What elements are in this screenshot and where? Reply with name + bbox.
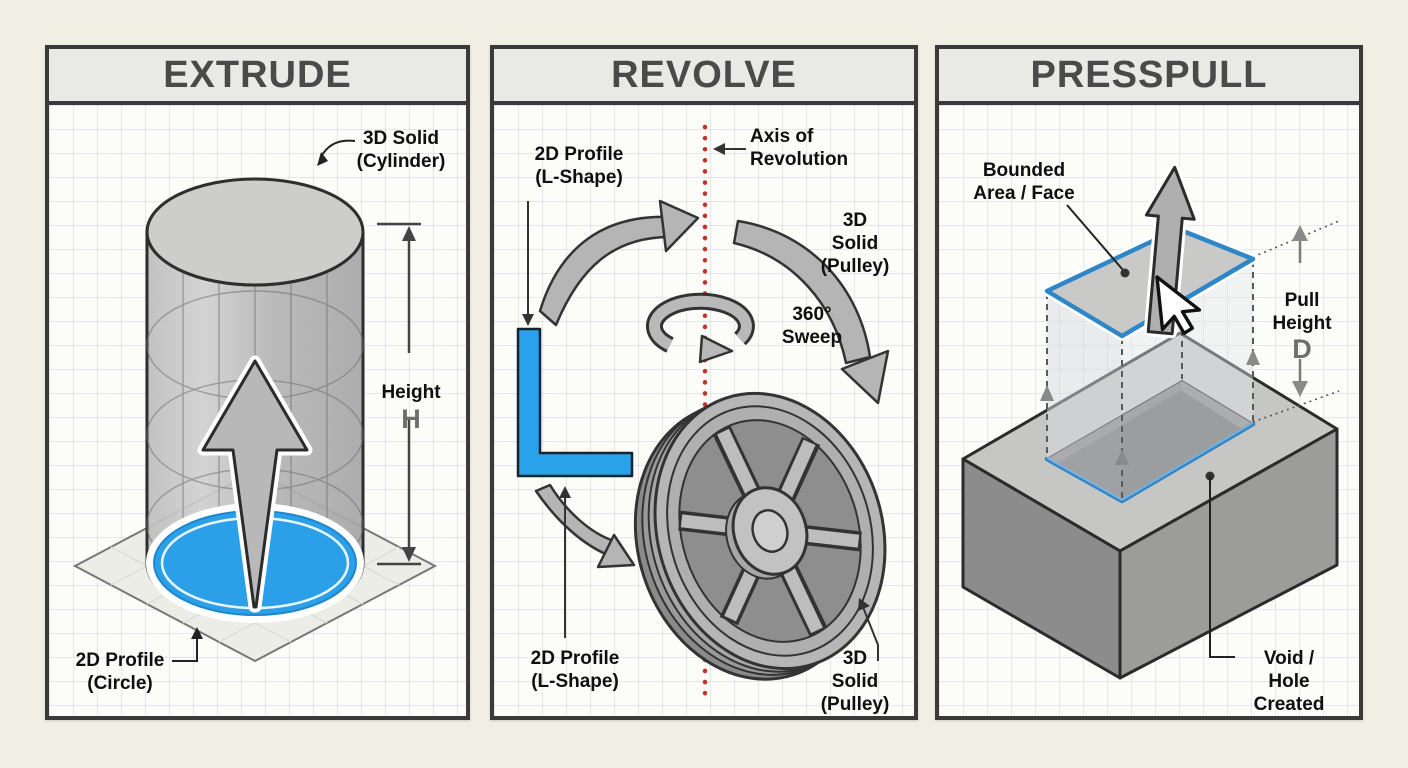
height-dimension	[377, 222, 421, 566]
label-height-letter: H	[401, 403, 421, 434]
label-solid-cylinder: 3D Solid (Cylinder)	[356, 128, 446, 173]
label-bounded-face: Bounded Area / Face	[973, 160, 1075, 205]
label-height: Height H	[381, 359, 440, 457]
leader-profile-bottom	[559, 486, 571, 638]
extrude-up-arrow-icon	[197, 355, 313, 613]
profile-l-shape	[516, 327, 634, 478]
revolve-arrow-bottom-icon	[534, 483, 636, 569]
leader-solid-bottom	[858, 598, 879, 661]
panel-extrude: EXTRUDE	[45, 45, 470, 720]
revolve-arrow-right-icon	[732, 219, 890, 405]
label-pull-height: Pull Height D	[1272, 267, 1331, 388]
panel-revolve: REVOLVE	[490, 45, 918, 720]
panel-extrude-title: EXTRUDE	[49, 49, 466, 105]
leader-void-hole	[1205, 471, 1235, 658]
label-pull-letter: D	[1292, 334, 1312, 365]
leader-profile-top	[522, 201, 534, 326]
leader-bounded-face	[1066, 204, 1130, 278]
extrude-graphic	[72, 139, 438, 663]
label-solid-pulley-bottom: 3D Solid (Pulley)	[820, 648, 890, 716]
label-profile-l-top: 2D Profile (L-Shape)	[534, 144, 624, 189]
presspull-graphic	[961, 162, 1340, 680]
revolve-arrow-top-icon	[538, 199, 700, 327]
projection-arrowheads	[1040, 349, 1260, 465]
panel-presspull: PRESSPULL	[935, 45, 1363, 720]
leader-axis	[713, 143, 746, 155]
pulley-graphic	[633, 391, 887, 681]
pull-dimension	[1292, 225, 1308, 397]
cursor-icon	[1155, 275, 1202, 336]
revolve-graphic	[516, 124, 890, 704]
label-pull-words: Pull Height	[1272, 289, 1332, 334]
leader-profile-circle	[172, 627, 203, 662]
panel-revolve-body: 2D Profile (L-Shape) Axis of Revolution …	[494, 105, 914, 716]
panel-presspull-body: Bounded Area / Face Pull Height D Void /…	[939, 105, 1359, 716]
label-solid-pulley-top: 3D Solid (Pulley)	[820, 210, 890, 278]
label-sweep: 360° Sweep	[781, 304, 843, 349]
panel-presspull-title: PRESSPULL	[939, 49, 1359, 105]
rotation-sweep-icon	[645, 292, 755, 364]
leader-solid-cylinder	[317, 139, 356, 166]
label-profile-l-bottom: 2D Profile (L-Shape)	[530, 648, 620, 693]
label-void-hole: Void / Hole Created	[1253, 648, 1325, 716]
panel-revolve-title: REVOLVE	[494, 49, 914, 105]
panel-extrude-body: 3D Solid (Cylinder) Height H 2D Profile …	[49, 105, 466, 716]
label-axis: Axis of Revolution	[750, 126, 849, 171]
label-height-word: Height	[381, 381, 441, 403]
label-profile-circle: 2D Profile (Circle)	[75, 650, 165, 695]
cylinder-top-face	[145, 177, 365, 287]
